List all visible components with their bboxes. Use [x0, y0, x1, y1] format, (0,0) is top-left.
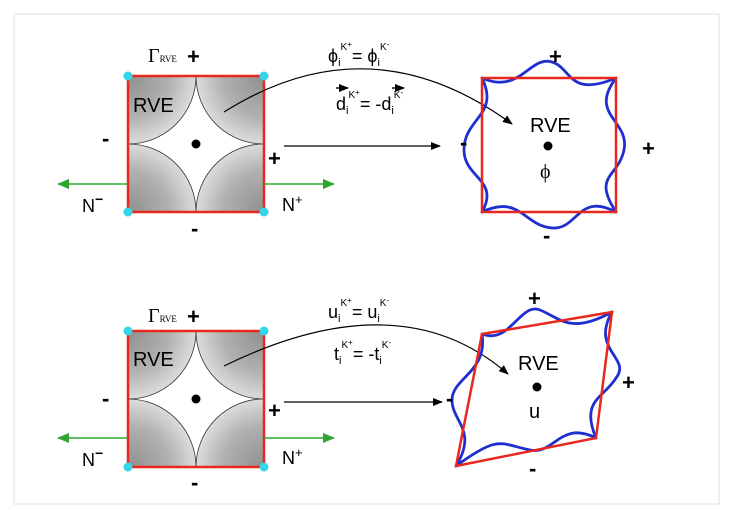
bottom-deformed-plus-right: +	[622, 370, 635, 395]
bottom-rve-label: RVE	[133, 349, 174, 371]
top-deformed-field-label: ϕ	[540, 161, 551, 183]
bottom-deformed-rve-label: RVE	[518, 353, 559, 375]
bottom-n-minus-label: N−	[82, 445, 103, 470]
top-equation-1: ϕiK+= ϕiK-	[328, 40, 390, 69]
bottom-deformed-center-dot	[532, 382, 542, 392]
top-quarter-tr	[195, 76, 264, 145]
bottom-minus-bottom: -	[191, 470, 198, 495]
top-deformed-minus-bottom: -	[543, 223, 550, 248]
bottom-equation-2: tiK+= -tiK-	[334, 338, 391, 367]
bottom-corner-node-tl	[123, 326, 133, 336]
top-quarter-tl	[128, 76, 197, 145]
top-deformed-plus-top: +	[549, 44, 562, 69]
bottom-panel: RVE ΓRVE + - + - N− N+ uiK+= uiK- tiK+= …	[57, 286, 635, 495]
bottom-rve-boundary	[126, 329, 266, 469]
top-panel: RVE ΓRVE + - + - N− N+ ϕiK+= ϕiK- diK+= …	[57, 40, 655, 248]
bottom-gamma-label: ΓRVE	[148, 305, 177, 327]
bottom-deformed-field-label: u	[529, 401, 540, 423]
figure-border	[13, 13, 720, 505]
top-corner-node-bl	[123, 207, 133, 217]
bottom-rve-cell	[123, 326, 269, 472]
top-reference-square	[480, 76, 618, 214]
bottom-reference-parallelogram	[454, 310, 614, 468]
bottom-center-dot	[191, 394, 201, 404]
bottom-corner-node-br	[259, 462, 269, 472]
top-curved-map-arrow	[223, 68, 513, 125]
top-corner-node-tl	[123, 71, 133, 81]
top-rve-label: RVE	[133, 95, 174, 117]
bottom-quarter-br	[195, 398, 264, 467]
top-corner-node-br	[259, 207, 269, 217]
top-deformed-rve-label: RVE	[530, 115, 571, 137]
top-minus-bottom: -	[191, 216, 198, 241]
bottom-quarter-tr	[195, 331, 264, 400]
bottom-equation-1: uiK+= uiK-	[328, 296, 389, 325]
top-equation-2: diK+= -diK-	[336, 88, 403, 117]
top-rve-boundary	[126, 74, 266, 214]
bottom-plus-top: +	[187, 304, 200, 329]
bottom-corner-node-bl	[123, 462, 133, 472]
bottom-n-plus-label: N+	[282, 445, 303, 468]
top-plus-right: +	[268, 146, 281, 171]
top-rve-cell	[123, 71, 269, 217]
top-center-dot	[191, 139, 201, 149]
bottom-deformed-plus-top: +	[528, 286, 541, 311]
top-quarter-br	[195, 143, 264, 212]
top-deformed-center-dot	[543, 141, 553, 151]
top-corner-node-tr	[259, 71, 269, 81]
top-minus-left: -	[102, 126, 109, 151]
bottom-deformed-minus-bottom: -	[529, 456, 536, 481]
bottom-corner-node-tr	[259, 326, 269, 336]
top-deformed-rve	[462, 59, 626, 230]
top-gamma-label: ΓRVE	[148, 45, 177, 67]
top-n-plus-label: N+	[282, 192, 303, 215]
bottom-deformed-minus-left: -	[446, 386, 453, 411]
bottom-deformed-rve	[450, 307, 622, 468]
bottom-plus-right: +	[268, 398, 281, 423]
bottom-quarter-tl	[128, 331, 197, 400]
bottom-quarter-bl	[128, 398, 197, 467]
top-n-minus-label: N−	[82, 191, 103, 216]
top-quarter-bl	[128, 143, 197, 212]
top-plus-top: +	[187, 44, 200, 69]
top-deformed-minus-left: -	[460, 130, 467, 155]
bottom-minus-left: -	[102, 386, 109, 411]
top-deformed-plus-right: +	[642, 136, 655, 161]
